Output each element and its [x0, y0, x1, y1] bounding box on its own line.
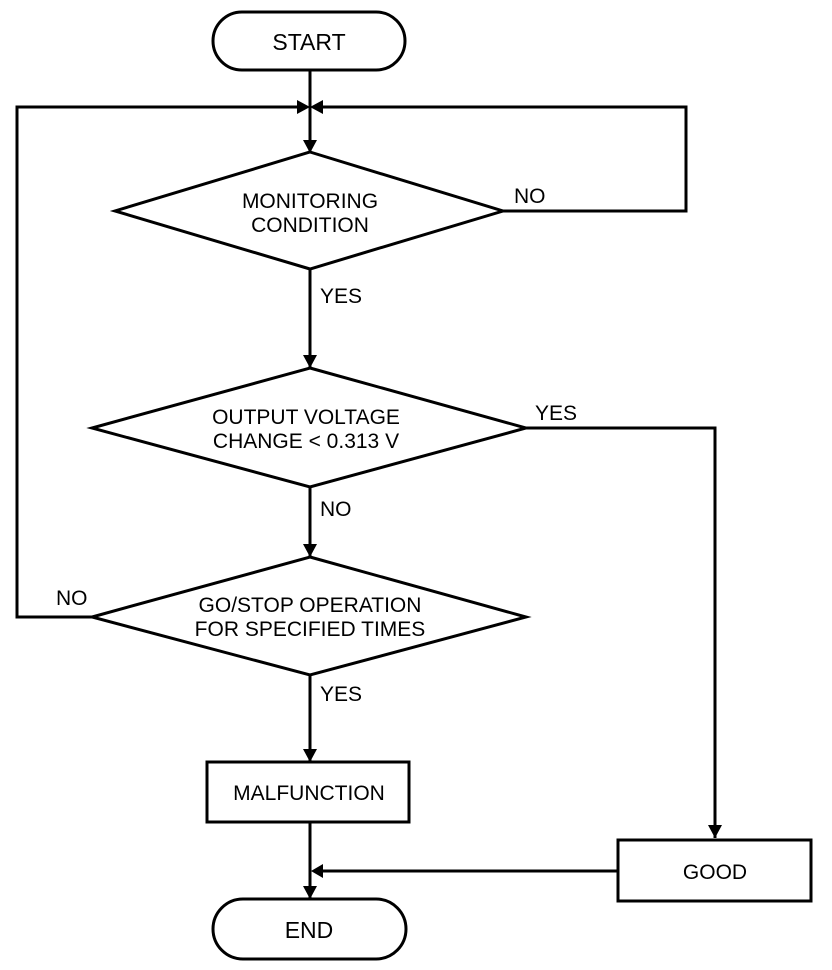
arrowhead-right — [297, 100, 310, 114]
process-shape — [616, 838, 813, 903]
arrowhead-down — [303, 355, 317, 368]
decision-go-stop-operation: GO/STOP OPERATION FOR SPECIFIED TIMES — [86, 555, 532, 677]
decision-line-2: CHANGE < 0.313 V — [213, 430, 399, 453]
good-label: GOOD — [683, 861, 747, 884]
end-shape — [211, 897, 408, 961]
decision-output-voltage-change: OUTPUT VOLTAGE CHANGE < 0.313 V — [86, 366, 532, 489]
process-good: GOOD — [616, 838, 813, 903]
arrowhead-down — [303, 749, 317, 762]
edge-label-voltage-no: NO — [320, 498, 352, 521]
connector-monitoring-no-loop — [323, 105, 688, 213]
arrowhead-down — [708, 825, 722, 838]
arrowhead-left — [310, 100, 323, 114]
decision-line-2: CONDITION — [251, 214, 369, 237]
arrowhead-down — [303, 544, 317, 557]
edge-label-gostop-no: NO — [56, 587, 88, 610]
arrowhead-down — [303, 886, 317, 899]
decision-line-1: MONITORING — [242, 190, 378, 213]
edge-label-gostop-yes: YES — [320, 683, 362, 706]
edge-label-voltage-yes: YES — [535, 402, 577, 425]
decision-shape — [86, 555, 532, 677]
process-shape — [205, 760, 411, 824]
process-malfunction: MALFUNCTION — [205, 760, 411, 824]
connector-gostop-no-loop — [15, 105, 297, 619]
start-terminator: START — [211, 10, 407, 72]
start-shape — [211, 10, 407, 72]
end-label: END — [285, 917, 334, 943]
decision-line-1: OUTPUT VOLTAGE — [212, 406, 400, 429]
decision-shape — [109, 150, 509, 271]
edge-label-monitoring-yes: YES — [320, 285, 362, 308]
connector-voltage-yes — [526, 426, 717, 838]
decision-monitoring-condition: MONITORING CONDITION — [109, 150, 509, 271]
malfunction-label: MALFUNCTION — [233, 782, 385, 805]
edge-label-monitoring-no: NO — [514, 185, 546, 208]
decision-line-1: GO/STOP OPERATION — [199, 594, 422, 617]
decision-line-2: FOR SPECIFIED TIMES — [195, 618, 426, 641]
decision-shape — [86, 366, 532, 489]
end-terminator: END — [211, 897, 408, 961]
start-label: START — [272, 29, 345, 55]
arrowhead-down — [303, 140, 317, 153]
arrowhead-left — [311, 864, 323, 878]
